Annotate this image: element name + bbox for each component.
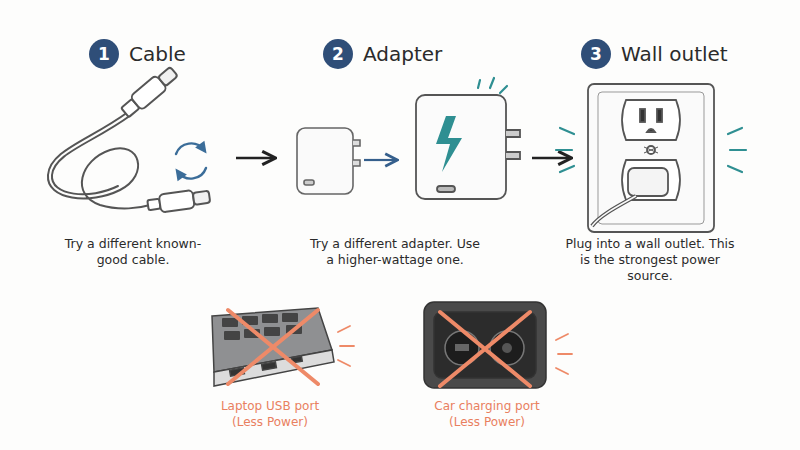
wall-outlet bbox=[647, 129, 655, 132]
flow-arrow bbox=[532, 157, 570, 159]
step-number-circle: 2Adapter bbox=[323, 39, 353, 69]
wall-outlet bbox=[640, 109, 645, 122]
wall-outlet bbox=[657, 109, 662, 122]
cable-illustration bbox=[48, 112, 150, 208]
emphasis-rays bbox=[556, 128, 746, 172]
swap-icon bbox=[176, 143, 206, 178]
cable-illustration bbox=[158, 67, 178, 86]
cable-illustration bbox=[119, 65, 180, 120]
step-heading: Adapter bbox=[363, 41, 442, 67]
cable-illustration bbox=[193, 191, 211, 205]
step-number: 3 bbox=[581, 39, 611, 69]
car-charging-port bbox=[424, 302, 546, 388]
wall-outlet bbox=[592, 196, 636, 226]
laptop-usb-port bbox=[212, 308, 334, 386]
step-number: 1 bbox=[89, 39, 119, 69]
large-adapter bbox=[416, 95, 506, 199]
step-description: Try a different known-good cable. bbox=[63, 236, 203, 268]
cross-out bbox=[228, 310, 354, 384]
cross-out bbox=[440, 312, 572, 386]
laptop-usb-port bbox=[282, 313, 298, 322]
wall-outlet bbox=[588, 84, 714, 232]
step-number: 2 bbox=[323, 39, 353, 69]
cable-illustration bbox=[159, 190, 195, 213]
large-adapter bbox=[506, 130, 520, 159]
small-adapter bbox=[297, 128, 353, 194]
cross-out bbox=[228, 310, 318, 384]
large-adapter bbox=[437, 186, 455, 192]
step-description: Try a different adapter. Use a higher-wa… bbox=[305, 236, 485, 268]
laptop-usb-port bbox=[262, 362, 277, 370]
swap-icon bbox=[176, 143, 204, 154]
large-adapter bbox=[478, 78, 507, 93]
small-adapter bbox=[304, 180, 314, 185]
step-number-circle: 3Wall outlet bbox=[581, 39, 611, 69]
small-adapter bbox=[353, 140, 360, 166]
cable-illustration bbox=[48, 65, 211, 215]
wall-outlet bbox=[622, 100, 680, 140]
flow-arrow bbox=[236, 157, 274, 159]
laptop-usb-port bbox=[222, 318, 238, 327]
step-heading: Cable bbox=[129, 41, 186, 67]
cable-illustration bbox=[147, 188, 211, 214]
cross-out bbox=[556, 334, 572, 374]
emphasis-rays bbox=[556, 128, 574, 172]
wall-outlet bbox=[598, 92, 704, 224]
warning-caption: Car charging port (Less Power) bbox=[422, 398, 552, 430]
car-charging-port bbox=[502, 343, 512, 353]
car-charging-port bbox=[424, 302, 546, 388]
emphasis-rays bbox=[728, 128, 746, 172]
laptop-usb-port bbox=[264, 327, 280, 336]
swap-icon bbox=[178, 168, 206, 179]
laptop-usb-port bbox=[262, 314, 278, 323]
flow-arrow bbox=[364, 159, 396, 161]
step-number-circle: 1Cable bbox=[89, 39, 119, 69]
wall-outlet bbox=[644, 147, 658, 153]
warning-caption: Laptop USB port (Less Power) bbox=[210, 398, 330, 430]
large-adapter bbox=[478, 78, 507, 93]
wall-outlet bbox=[622, 160, 680, 200]
cross-out bbox=[338, 326, 354, 366]
cable-illustration bbox=[52, 115, 131, 194]
wall-outlet bbox=[588, 84, 714, 232]
cross-out bbox=[440, 312, 530, 386]
step-heading: Wall outlet bbox=[621, 41, 728, 67]
step-description: Plug into a wall outlet. This is the str… bbox=[564, 236, 736, 284]
car-charging-port bbox=[490, 331, 524, 365]
large-adapter bbox=[416, 78, 520, 199]
large-adapter bbox=[436, 116, 462, 172]
wall-outlet bbox=[628, 168, 668, 196]
small-adapter bbox=[297, 128, 360, 194]
wall-outlet bbox=[592, 196, 636, 226]
car-charging-port bbox=[455, 344, 469, 351]
laptop-usb-port bbox=[224, 331, 240, 340]
